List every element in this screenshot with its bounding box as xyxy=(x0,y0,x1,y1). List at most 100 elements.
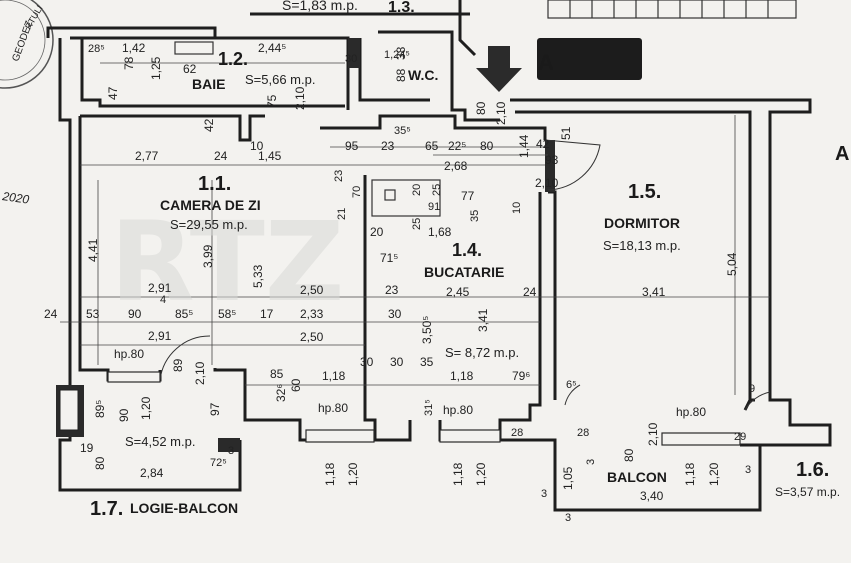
dimension-label: 25 xyxy=(411,218,423,230)
room-bucatarie: 1.4. BUCATARIE S= 8,72 m.p. xyxy=(424,240,519,360)
room-name-balcon: BALCON xyxy=(607,469,667,485)
dimension-label: 89⁵ xyxy=(93,400,107,418)
dimension-label: 3 xyxy=(541,488,547,500)
opening-label-3: hp.80 xyxy=(443,403,473,417)
room-id-17: 1.7. xyxy=(90,498,123,520)
dimension-label: 3 xyxy=(565,512,571,524)
dimension-label: 22⁵ xyxy=(448,139,466,153)
dimension-label: 2,84 xyxy=(140,466,164,480)
opening-label-4: hp.80 xyxy=(676,405,706,419)
room-id-16: 1.6. xyxy=(796,459,829,481)
room-area-baie: S=5,66 m.p. xyxy=(245,72,315,87)
dimension-label: 2,33 xyxy=(300,307,324,321)
dimension-label: 47 xyxy=(106,86,120,100)
dimension-label: 2,68 xyxy=(444,159,468,173)
dimension-label: 5,33 xyxy=(251,264,265,288)
dimension-label: 1,25 xyxy=(149,56,163,80)
room-area-dormitor: S=18,13 m.p. xyxy=(603,238,681,253)
dimension-label: 85 xyxy=(270,367,284,381)
hatched-walls xyxy=(56,38,555,452)
dimension-label: 79⁶ xyxy=(512,369,530,383)
dimension-label: 1,20 xyxy=(707,462,721,486)
dimension-label: 2,44⁵ xyxy=(258,41,286,55)
room-name-logie: LOGIE-BALCON xyxy=(130,500,238,516)
dimension-label: 1,18 xyxy=(451,462,465,486)
dimension-lines xyxy=(60,62,770,395)
room-dormitor: 1.5. DORMITOR S=18,13 m.p. xyxy=(603,181,681,253)
dimension-label: 21 xyxy=(336,208,348,220)
dimension-label: 1,24⁵ xyxy=(384,49,410,61)
dimension-label: 95 xyxy=(345,139,359,153)
dimension-label: 2,10 xyxy=(646,422,660,446)
dimension-label: 2,10 xyxy=(494,101,508,125)
top-area-label: S=1,83 m.p. xyxy=(282,0,358,13)
dimension-label: 1,18 xyxy=(322,369,346,383)
room-area-camera: S=29,55 m.p. xyxy=(170,217,248,232)
dimension-label: 2,91 xyxy=(148,281,172,295)
dimension-label: 53 xyxy=(86,307,100,321)
dimension-label: 4,41 xyxy=(86,238,100,262)
dimension-label: 90 xyxy=(128,307,142,321)
neighbor-strip-top: S=1,83 m.p. 1.3. xyxy=(250,0,797,57)
dimension-labels: 28⁵ 1,42 2,44⁵ 62 1,24⁵ 30 35⁵ 2,77 1,45… xyxy=(44,41,755,524)
dimension-label: 1,18 xyxy=(323,462,337,486)
dimension-label: 42 xyxy=(536,137,550,151)
dimension-label: 89 xyxy=(171,358,185,372)
dimension-label: 29 xyxy=(734,431,746,443)
dimension-label: 3 xyxy=(745,464,751,476)
room-name-wc: W.C. xyxy=(408,67,438,83)
dimension-label: 42 xyxy=(202,118,216,132)
dimension-label: 3,40 xyxy=(640,489,664,503)
redacted-block xyxy=(537,38,642,80)
dimension-label: 71⁵ xyxy=(380,251,398,265)
dimension-label: 28 xyxy=(577,427,589,439)
dimension-label: 2,91 xyxy=(148,329,172,343)
room-id-14: 1.4. xyxy=(452,240,482,260)
fixtures xyxy=(174,41,441,217)
dimension-label: 70 xyxy=(351,186,363,198)
dimension-label: 72⁵ xyxy=(210,457,227,469)
dimension-label: 75 xyxy=(265,94,279,108)
dimension-label: 30 xyxy=(345,53,357,65)
dimension-label: 65 xyxy=(425,139,439,153)
dimension-label: 38 xyxy=(394,46,408,60)
dimension-label: 3 xyxy=(228,445,234,457)
dimension-label: 5,04 xyxy=(725,252,739,276)
dimension-label: 3,41 xyxy=(476,308,490,332)
surveyor-stamp: GEODEZ RTULI xyxy=(0,0,54,89)
dimension-label: 24 xyxy=(44,307,58,321)
dimension-label: 1,18 xyxy=(450,369,474,383)
dimension-label: 2,50 xyxy=(300,330,324,344)
dimension-label: 3 xyxy=(585,459,597,465)
dimension-label: 91 xyxy=(428,201,440,213)
dimension-label: 58⁵ xyxy=(218,307,236,321)
room-logie: 1.7. LOGIE-BALCON S=4,52 m.p. xyxy=(90,434,238,520)
watermark: RTZ xyxy=(110,198,345,326)
dimension-label: 31⁵ xyxy=(423,399,435,416)
room-area-logie: S=4,52 m.p. xyxy=(125,434,195,449)
dimension-label: 2,10 xyxy=(293,86,307,110)
room-area-balcon: S=3,57 m.p. xyxy=(775,485,840,499)
dimension-label: 30 xyxy=(390,355,404,369)
dimension-label: 35⁵ xyxy=(394,125,411,137)
dimension-label: 3,99 xyxy=(201,244,215,268)
room-camera-de-zi: 1.1. CAMERA DE ZI S=29,55 m.p. xyxy=(160,173,261,232)
windows xyxy=(107,371,741,446)
dimension-label: 60 xyxy=(289,378,303,392)
doors xyxy=(159,139,771,411)
dimension-label: 80 xyxy=(93,456,107,470)
room-name-dormitor: DORMITOR xyxy=(604,215,680,231)
dimension-label: 10 xyxy=(511,202,523,214)
dimension-label: 24 xyxy=(523,285,537,299)
opening-label-2: hp.80 xyxy=(318,401,348,415)
room-baie: 1.2. BAIE S=5,66 m.p. xyxy=(192,49,315,92)
dimension-label: 4 xyxy=(160,294,166,306)
dimension-label: 1,42 xyxy=(122,41,146,55)
dimension-label: 2,45 xyxy=(446,285,470,299)
opening-label-1: hp.80 xyxy=(114,347,144,361)
room-area-bucatarie: S= 8,72 m.p. xyxy=(445,345,519,360)
room-balcon: BALCON 1.6. S=3,57 m.p. xyxy=(607,459,840,499)
dimension-label: 23 xyxy=(385,283,399,297)
